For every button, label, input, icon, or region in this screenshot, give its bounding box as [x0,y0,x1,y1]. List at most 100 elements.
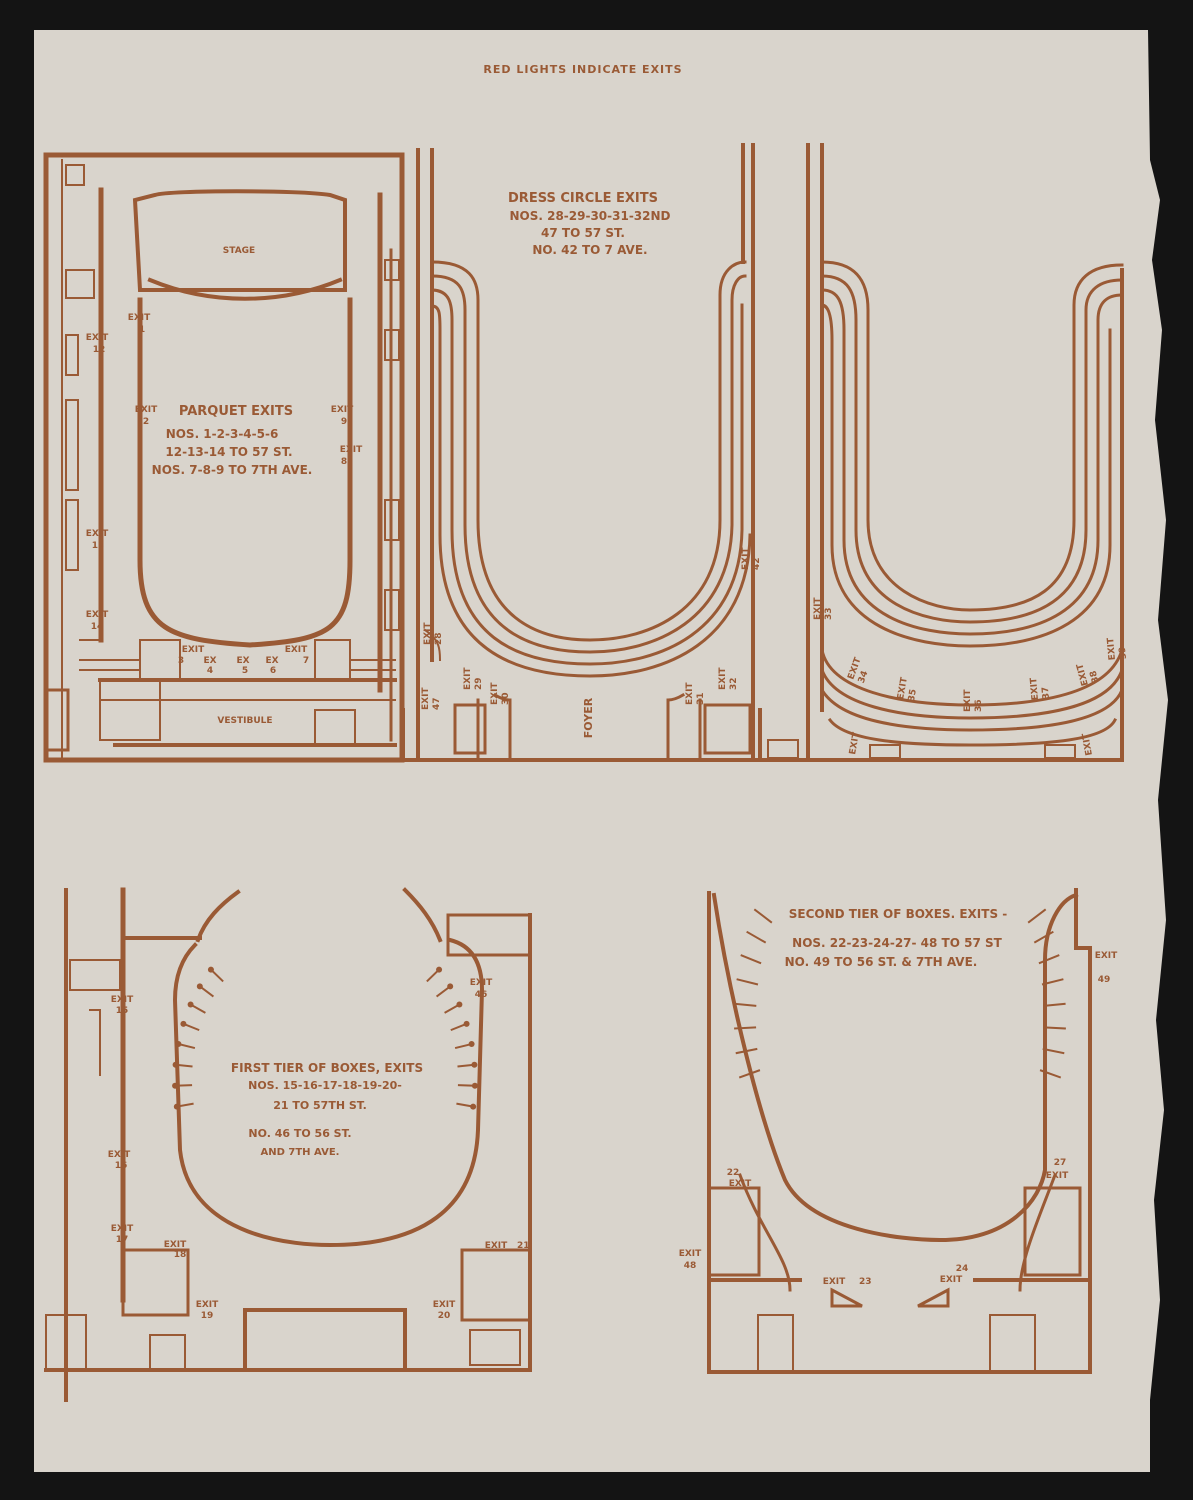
exit-number: 32 [729,677,739,690]
exit-word: EXIT [940,1275,963,1285]
second-tier-title: SECOND TIER OF BOXES. EXITS - [789,907,1008,921]
second-tier-exit-labels: 22 EXIT EXIT 23 24 EXIT 27 EXIT EXIT 48 … [679,951,1118,1287]
exit-word: EXIT [1106,636,1118,660]
dress-circle-line3: NO. 42 TO 7 AVE. [532,243,647,257]
exit-number: 13 [92,541,105,551]
box-seat-marker [470,1103,477,1110]
vestibule-label: VESTIBULE [217,716,272,726]
exit-word: EXIT [470,978,493,988]
balcony-plan [758,143,1124,762]
exit-word: EXIT [1046,1171,1069,1181]
box-partition [738,1069,761,1079]
first-tier-exit-labels: EXIT 15 EXIT 16 EXIT 17 EXIT 18 EXIT 19 … [108,978,530,1321]
box-seat-marker [175,1041,182,1048]
exit-word: EXIT [285,645,308,655]
exit-word: EXIT [718,667,728,690]
box-partition [740,954,762,965]
exit-number: 33 [824,607,834,620]
box-partition [1038,954,1060,965]
first-tier-title: FIRST TIER OF BOXES, EXITS [231,1061,423,1075]
box-partition [1042,1047,1065,1055]
box-seat-marker [471,1061,478,1068]
dress-circle-title: DRESS CIRCLE EXITS [508,191,658,206]
exit-number: 42 [752,557,762,570]
box-seat-marker [468,1041,475,1048]
box-seat-marker [463,1020,470,1027]
box-partition [1039,1069,1062,1079]
exit-number: 29 [474,677,484,690]
exit-word: EXIT [1081,731,1095,756]
ex-word: EX [265,656,278,666]
exit-number: 38 [1089,669,1102,684]
exit-word: EXIT [823,1277,846,1287]
header-title: RED LIGHTS INDICATE EXITS [483,63,682,76]
exit-number: 1 [139,325,145,335]
exit-number: 18 [174,1250,187,1260]
exit-number: 34 [857,670,871,685]
second-tier-line1: NOS. 22-23-24-27- 48 TO 57 ST [792,936,1002,950]
first-tier-line1: NOS. 15-16-17-18-19-20- [248,1079,402,1092]
exit-word: EXIT [86,610,109,620]
exit-number: 12 [93,345,106,355]
box-partition [746,930,767,944]
exit-word: EXIT [196,1300,219,1310]
second-tier-plan [707,888,1092,1374]
paper [34,30,1168,1472]
exit-number: 35 [907,688,919,702]
exit-number: 2 [143,417,149,427]
exit-word: EXIT [164,1240,187,1250]
exit-number: 48 [684,1261,697,1271]
parquet-plan [43,152,405,763]
parquet-line2: 12-13-14 TO 57 ST. [165,445,292,459]
exit-word: EXIT [848,731,862,756]
first-tier-plan [44,887,532,1402]
stage-label: STAGE [223,246,255,256]
exit-number: 4 [207,666,213,676]
box-partition [1043,1026,1066,1030]
ex-word: EX [203,656,216,666]
exit-number: 46 [475,990,488,1000]
first-tier-line4: AND 7TH AVE. [261,1147,340,1158]
exit-number: 24 [956,1264,969,1274]
exit-word: EXIT [331,405,354,415]
box-partition [736,978,759,986]
exit-number: 14 [91,622,104,632]
dress-circle-plan [401,143,762,762]
exit-word: EXIT [1095,951,1118,961]
exit-word: EXIT [463,667,473,690]
box-partition [735,1047,758,1055]
box-seat-marker [456,1001,463,1008]
dress-circle-tiers [430,260,752,678]
exit-word: EXIT [111,995,134,1005]
exit-word: EXIT [490,682,500,705]
exit-word: EXIT [963,689,973,712]
exit-number: 28 [434,632,444,645]
exit-number: 16 [115,1161,128,1171]
box-seat-marker [173,1103,180,1110]
first-tier-line2: 21 TO 57TH ST. [273,1099,367,1112]
box-seat-marker [180,1020,187,1027]
second-tier-box-partitions [734,908,1066,1079]
exit-word: EXIT [108,1150,131,1160]
exit-number: 5 [242,666,248,676]
first-tier-box-partitions [172,966,478,1110]
box-seat-marker [172,1061,179,1068]
exit-word: EXIT [86,529,109,539]
first-tier-line3: NO. 46 TO 56 ST. [248,1127,351,1140]
exit-word: EXIT [741,547,751,570]
box-partition [734,1026,757,1030]
box-seat-marker [187,1001,194,1008]
exit-number: 47 [432,697,442,710]
exit-word: EXIT [679,1249,702,1259]
exit-number: 27 [1054,1158,1067,1168]
exit-number: 30 [501,692,511,705]
exit-word: EXIT [111,1224,134,1234]
exit-number: 36 [974,699,984,712]
exit-word: EXIT [135,405,158,415]
box-partition [753,908,773,924]
exit-number: 19 [201,1311,214,1321]
exit-number: 37 [1041,686,1052,699]
box-partition [1043,1002,1066,1007]
